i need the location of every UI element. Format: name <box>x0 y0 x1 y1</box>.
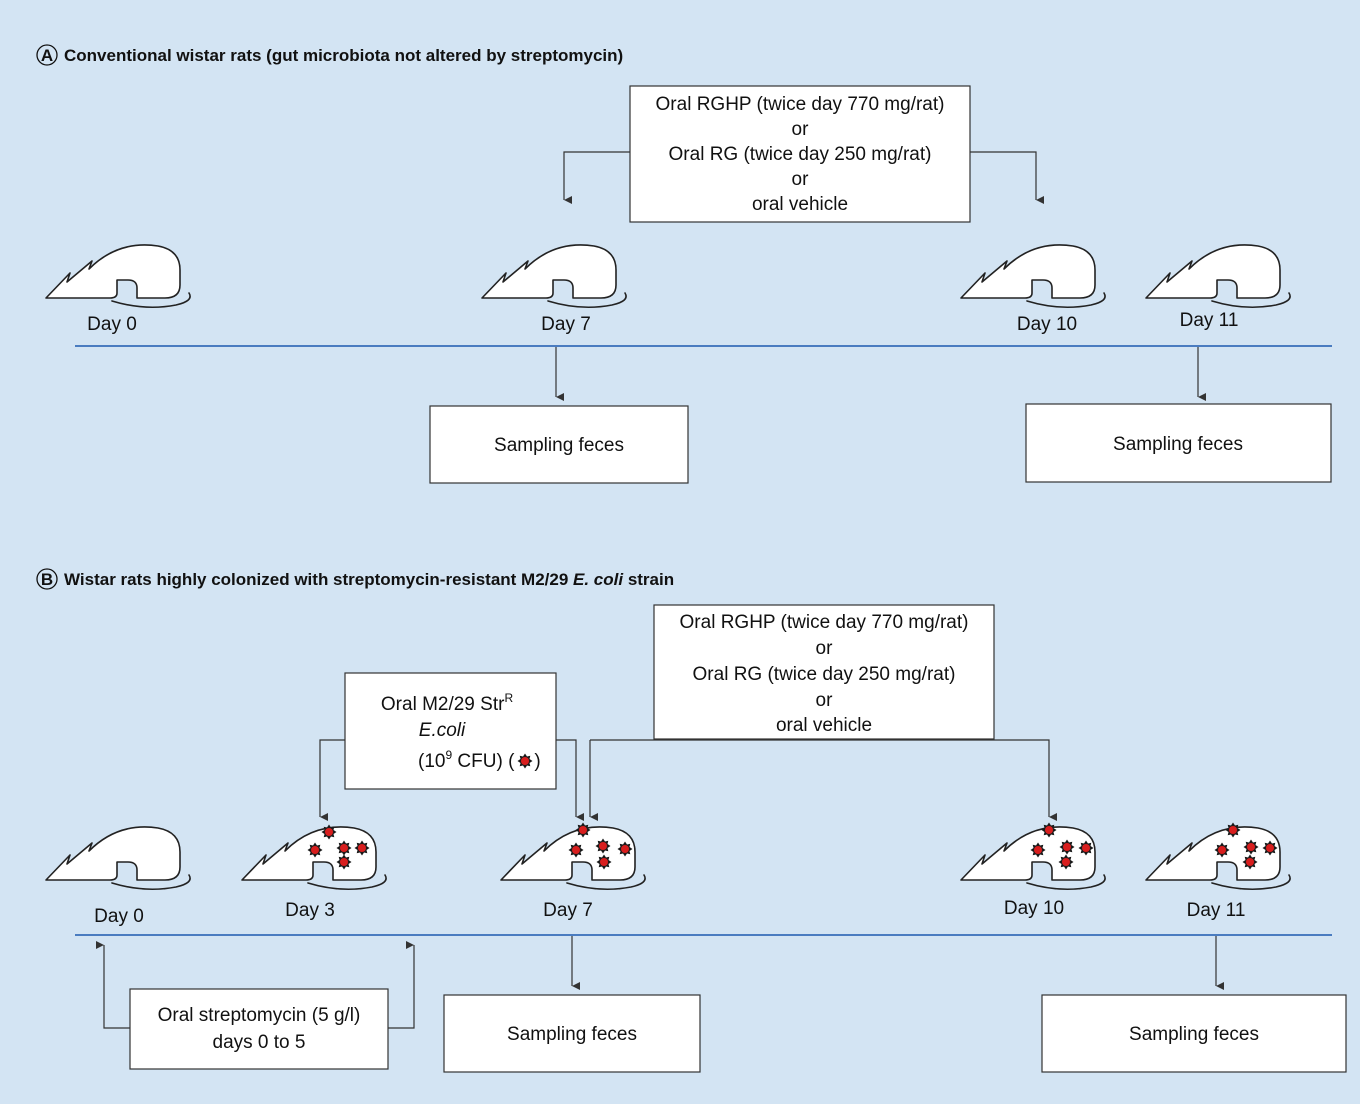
panel-b-ecoli-arrow-day3 <box>319 739 345 821</box>
panel-b-sampling-box-2: Sampling feces <box>1041 994 1347 1073</box>
panel-a-treatment-box: Oral RGHP (twice day 770 mg/rat) or Oral… <box>629 85 971 223</box>
panel-a-title: Conventional wistar rats (gut microbiota… <box>64 46 623 65</box>
panel-b-day-label-3: Day 3 <box>285 900 335 921</box>
panel-b-letter-circle <box>36 568 58 590</box>
panel-b-day-label-0: Day 0 <box>94 906 144 927</box>
panel-b-treatment-line-2: or <box>816 638 834 659</box>
panel-b-ecoli-box-frame <box>344 672 557 790</box>
bacteria-icon <box>354 840 370 856</box>
bacteria-icon <box>617 841 633 857</box>
panel-b-ecoli-line-1-text: Oral M2/29 Str <box>381 694 505 715</box>
panel-b-streptomycin-line-2: days 0 to 5 <box>213 1032 306 1053</box>
bacteria-icon <box>1059 839 1075 855</box>
panel-b-letter: B <box>41 570 53 589</box>
panel-b-sampling-box-1: Sampling feces <box>443 994 701 1073</box>
bacteria-icon <box>1243 839 1259 855</box>
panel-b-title: Wistar rats highly colonized with strept… <box>64 570 674 589</box>
panel-a-sampling-box-2: Sampling feces <box>1025 403 1332 483</box>
panel-a-day-label-7: Day 7 <box>541 314 591 335</box>
bacteria-icon <box>336 840 352 856</box>
panel-b-day-label-7: Day 7 <box>543 900 593 921</box>
panel-a-treatment-arrow-day7 <box>563 151 630 204</box>
panel-b-day-label-11: Day 11 <box>1187 900 1246 921</box>
panel-b-ecoli-line-3: (109 CFU) () <box>418 748 541 772</box>
panel-b-treatment-arrow-day10 <box>590 739 1049 817</box>
panel-b-sampling-label-2: Sampling feces <box>1129 1024 1259 1045</box>
panel-b-title-suffix: strain <box>623 570 674 589</box>
panel-b-streptomycin-box: Oral streptomycin (5 g/l) days 0 to 5 <box>129 988 389 1070</box>
panel-b-streptomycin-arrow-day5 <box>388 941 415 1029</box>
panel-b-ecoli-line-3-sup: 9 <box>445 748 452 762</box>
panel-b-treatment-line-1: Oral RGHP (twice day 770 mg/rat) <box>680 612 969 633</box>
panel-b-ecoli-line-3-end: ) <box>534 751 540 772</box>
bacteria-icon <box>568 842 584 858</box>
panel-b-treatment-line-4: or <box>816 690 834 711</box>
panel-b-ecoli-line-2: E.coli <box>419 720 466 741</box>
panel-b-title-prefix: Wistar rats highly colonized with strept… <box>64 570 573 589</box>
panel-b-ecoli-arrow-day7 <box>556 739 584 821</box>
panel-a-treatment-line-4: or <box>792 169 810 190</box>
panel-b-treatment-line-5: oral vehicle <box>776 715 872 736</box>
bacteria-icon <box>1225 822 1241 838</box>
bacteria-icon <box>575 822 591 838</box>
panel-a-treatment-box-frame <box>629 85 971 223</box>
bacteria-icon <box>1078 840 1094 856</box>
panel-b-ecoli-line-1-sup: R <box>504 691 513 705</box>
bacteria-icon <box>517 753 533 769</box>
panel-a-letter: A <box>41 46 53 65</box>
panel-b: B Wistar rats highly colonized with stre… <box>36 568 1347 1073</box>
bacteria-icon <box>321 824 337 840</box>
panel-b-day-label-10: Day 10 <box>1004 898 1064 919</box>
bacteria-icon <box>1262 840 1278 856</box>
panel-a-header: A Conventional wistar rats (gut microbio… <box>36 44 623 66</box>
panel-b-title-italic: E. coli <box>573 570 624 589</box>
panel-b-treatment-box: Oral RGHP (twice day 770 mg/rat) or Oral… <box>653 604 995 740</box>
panel-b-ecoli-line-3-open: (10 <box>418 751 445 772</box>
panel-a: A Conventional wistar rats (gut microbio… <box>36 44 1332 484</box>
panel-a-letter-circle <box>36 44 58 66</box>
panel-b-sampling-label-1: Sampling feces <box>507 1024 637 1045</box>
bacteria-icon <box>1214 842 1230 858</box>
panel-b-treatment-line-3: Oral RG (twice day 250 mg/rat) <box>693 664 956 685</box>
bacteria-icon <box>1058 854 1074 870</box>
bacteria-icon <box>596 854 612 870</box>
panel-b-treatment-box-frame <box>653 604 995 740</box>
panel-a-treatment-arrow-day10 <box>970 151 1044 204</box>
panel-b-header: B Wistar rats highly colonized with stre… <box>36 568 674 590</box>
panel-a-treatment-line-2: or <box>792 119 810 140</box>
panel-a-day-label-11: Day 11 <box>1180 310 1239 331</box>
panel-b-ecoli-line-1: Oral M2/29 StrR <box>381 691 514 715</box>
panel-a-day-label-10: Day 10 <box>1017 314 1077 335</box>
bacteria-icon <box>307 842 323 858</box>
panel-a-treatment-line-3: Oral RG (twice day 250 mg/rat) <box>669 144 932 165</box>
panel-b-streptomycin-line-1: Oral streptomycin (5 g/l) <box>158 1005 361 1026</box>
panel-a-sampling-box-1: Sampling feces <box>429 405 689 484</box>
panel-a-sampling-label-1: Sampling feces <box>494 435 624 456</box>
panel-b-ecoli-box: Oral M2/29 StrR E.coli (109 CFU) () <box>344 672 557 790</box>
bacteria-icon <box>1030 842 1046 858</box>
panel-a-sampling-label-2: Sampling feces <box>1113 434 1243 455</box>
bacteria-icon <box>1041 822 1057 838</box>
panel-b-streptomycin-arrow-day0 <box>96 941 130 1029</box>
panel-b-ecoli-line-3-close: CFU) ( <box>452 751 515 772</box>
bacteria-icon <box>1242 854 1258 870</box>
bacteria-icon <box>336 854 352 870</box>
panel-a-treatment-line-1: Oral RGHP (twice day 770 mg/rat) <box>656 94 945 115</box>
panel-a-day-label-0: Day 0 <box>87 314 137 335</box>
bacteria-icon <box>595 838 611 854</box>
panel-a-treatment-line-5: oral vehicle <box>752 194 848 215</box>
